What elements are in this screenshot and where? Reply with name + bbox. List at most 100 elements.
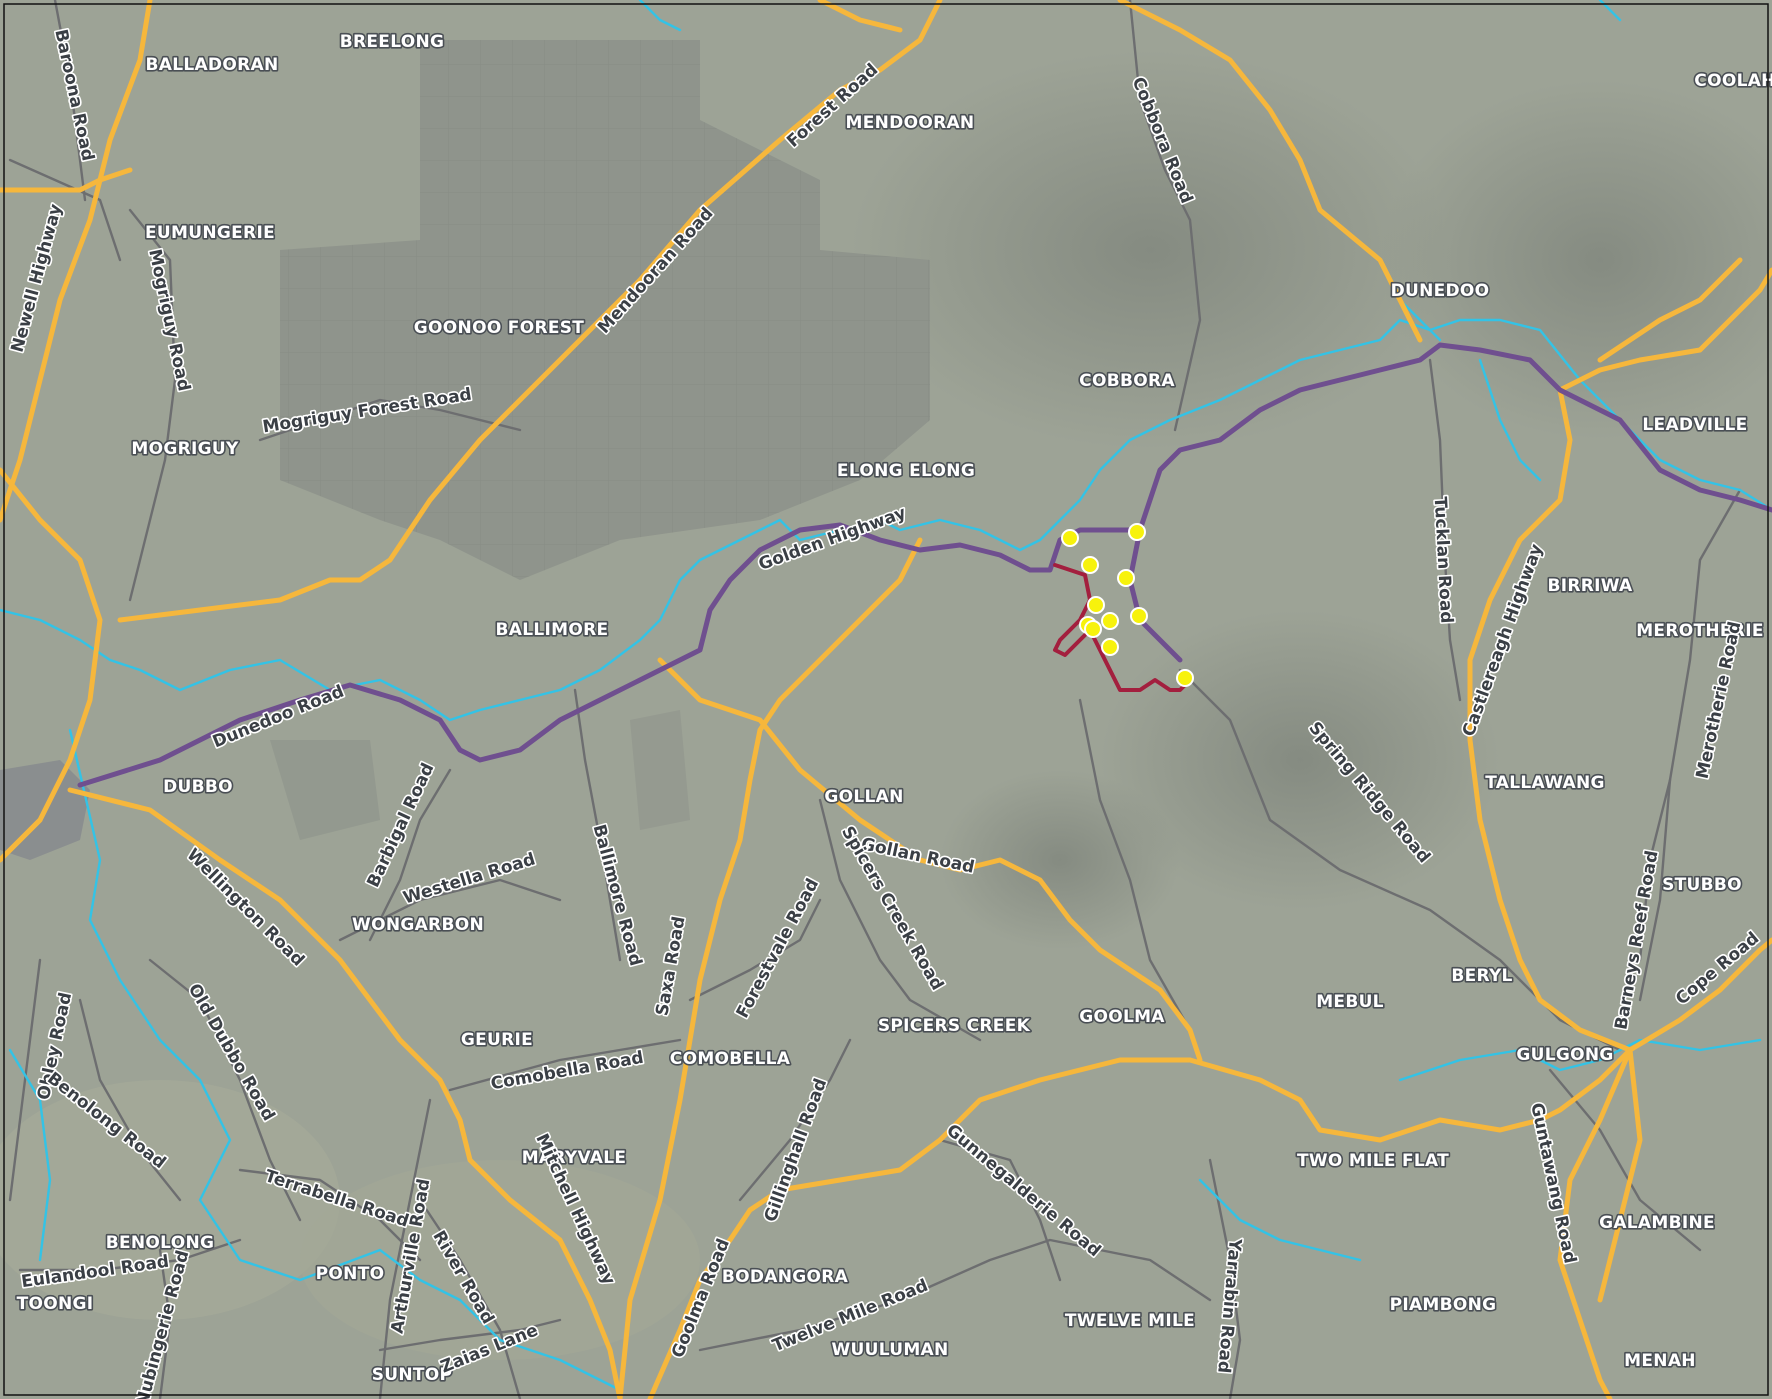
site-marker[interactable] bbox=[1117, 569, 1135, 587]
place-label: TOONGI bbox=[17, 1294, 94, 1314]
place-label: EUMUNGERIE bbox=[145, 223, 275, 243]
place-label: BERYL bbox=[1451, 966, 1512, 986]
site-marker[interactable] bbox=[1084, 620, 1102, 638]
road-mogriguy-forest bbox=[258, 398, 522, 442]
place-label: BREELONG bbox=[340, 32, 445, 52]
place-label: SUNTOP bbox=[372, 1365, 453, 1385]
site-marker[interactable] bbox=[1128, 523, 1146, 541]
road-cobbora bbox=[1128, 0, 1202, 432]
river-tributary bbox=[8, 1048, 52, 1262]
road-terrabella bbox=[238, 1168, 422, 1262]
road-yarrabin bbox=[1208, 1158, 1242, 1399]
road-mitchell-highway bbox=[0, 817, 43, 863]
forest-patch bbox=[630, 710, 690, 830]
site-marker[interactable] bbox=[1176, 669, 1194, 687]
road-westella bbox=[338, 878, 562, 942]
place-label: STUBBO bbox=[1662, 875, 1742, 895]
road-ballimore bbox=[573, 688, 622, 962]
goonoo-forest-area bbox=[280, 40, 930, 580]
road-coolah bbox=[1557, 267, 1772, 393]
place-label: GOONOO FOREST bbox=[414, 318, 585, 338]
place-label: BODANGORA bbox=[722, 1267, 849, 1287]
place-label: BENOLONG bbox=[106, 1233, 215, 1253]
place-label: BALLADORAN bbox=[146, 55, 279, 75]
place-label: LEADVILLE bbox=[1642, 415, 1747, 435]
project-route bbox=[1053, 563, 1192, 692]
road-breelong-north bbox=[817, 0, 903, 33]
site-marker[interactable] bbox=[1101, 638, 1119, 656]
road-comobella bbox=[448, 1038, 682, 1092]
road-spicers-creek bbox=[818, 798, 982, 1042]
place-label: GALAMBINE bbox=[1599, 1213, 1715, 1233]
golden-highway-route bbox=[77, 342, 1772, 788]
river-tributary bbox=[68, 728, 622, 1392]
place-label: BIRRIWA bbox=[1547, 576, 1633, 596]
terrain-shade bbox=[0, 1080, 340, 1320]
road-old-dubbo bbox=[148, 958, 302, 1222]
river-tributary bbox=[1398, 1038, 1762, 1082]
place-label: MENAH bbox=[1624, 1351, 1696, 1371]
terrain-shade bbox=[940, 770, 1180, 950]
place-label: MARYVALE bbox=[522, 1148, 627, 1168]
road-mendooran bbox=[117, 0, 943, 623]
road-forest-road bbox=[0, 167, 133, 193]
road-baroona bbox=[53, 0, 87, 202]
terrain-shade bbox=[850, 50, 1450, 450]
place-label: COOLAH bbox=[1694, 71, 1772, 91]
place-label: MEROTHERIE bbox=[1636, 621, 1764, 641]
place-label: GULGONG bbox=[1516, 1045, 1613, 1065]
place-label: TALLAWANG bbox=[1485, 773, 1605, 793]
road-twelve-mile bbox=[698, 1238, 1212, 1352]
place-label: MEBUL bbox=[1316, 992, 1384, 1012]
place-label: DUBBO bbox=[163, 777, 233, 797]
road-forestvale bbox=[688, 898, 822, 1002]
road-leadville-link bbox=[1597, 257, 1743, 363]
site-marker[interactable] bbox=[1087, 596, 1105, 614]
road-guntawang bbox=[1557, 1047, 1633, 1399]
place-label: COBBORA bbox=[1079, 371, 1175, 391]
place-label: TWELVE MILE bbox=[1065, 1311, 1195, 1331]
place-label: GEURIE bbox=[461, 1030, 533, 1050]
place-label: DUNEDOO bbox=[1391, 281, 1490, 301]
road-gulgong-west bbox=[1187, 1047, 1633, 1143]
place-label: TWO MILE FLAT bbox=[1297, 1151, 1449, 1171]
road-goolma bbox=[647, 1057, 1193, 1399]
road-gunnegalderie bbox=[938, 1138, 1062, 1282]
place-label: PONTO bbox=[316, 1264, 385, 1284]
forest-patch bbox=[270, 740, 380, 840]
river-tributary bbox=[1198, 1178, 1362, 1262]
road-eulandool bbox=[18, 1238, 242, 1272]
place-label: GOOLMA bbox=[1079, 1007, 1165, 1027]
road-benolong bbox=[78, 998, 182, 1202]
place-label: ELONG ELONG bbox=[837, 461, 975, 481]
road-menah bbox=[1597, 1047, 1643, 1303]
road-zaias bbox=[378, 1318, 562, 1352]
place-label: SPICERS CREEK bbox=[878, 1016, 1031, 1036]
road-mogriguy bbox=[128, 208, 177, 602]
road-barneys-reef bbox=[1638, 778, 1672, 962]
road-saxa bbox=[617, 537, 923, 1399]
place-label: WONGARBON bbox=[352, 915, 484, 935]
road-local bbox=[1078, 698, 1192, 1032]
site-marker[interactable] bbox=[1081, 556, 1099, 574]
river-talbragar bbox=[638, 0, 682, 32]
place-label: BALLIMORE bbox=[496, 620, 609, 640]
map-frame bbox=[3, 3, 1769, 1396]
road-nubingerie bbox=[158, 1248, 172, 1399]
terrain-shade bbox=[300, 1160, 700, 1360]
road-castlereagh-north bbox=[1117, 0, 1423, 343]
road-tucklan bbox=[1428, 358, 1462, 702]
terrain-shade bbox=[1100, 610, 1500, 910]
site-marker[interactable] bbox=[1101, 612, 1119, 630]
site-marker[interactable] bbox=[1130, 607, 1148, 625]
place-label: MENDOORAN bbox=[846, 113, 975, 133]
road-barbigal bbox=[368, 768, 452, 942]
road-newell-highway bbox=[0, 0, 153, 523]
road-gollan bbox=[657, 657, 1203, 1063]
place-label: MOGRIGUY bbox=[131, 439, 239, 459]
road-castlereagh-highway bbox=[1467, 387, 1633, 1053]
site-marker[interactable] bbox=[1061, 529, 1079, 547]
river-tributary bbox=[1478, 358, 1542, 482]
place-label: GOLLAN bbox=[824, 787, 903, 807]
